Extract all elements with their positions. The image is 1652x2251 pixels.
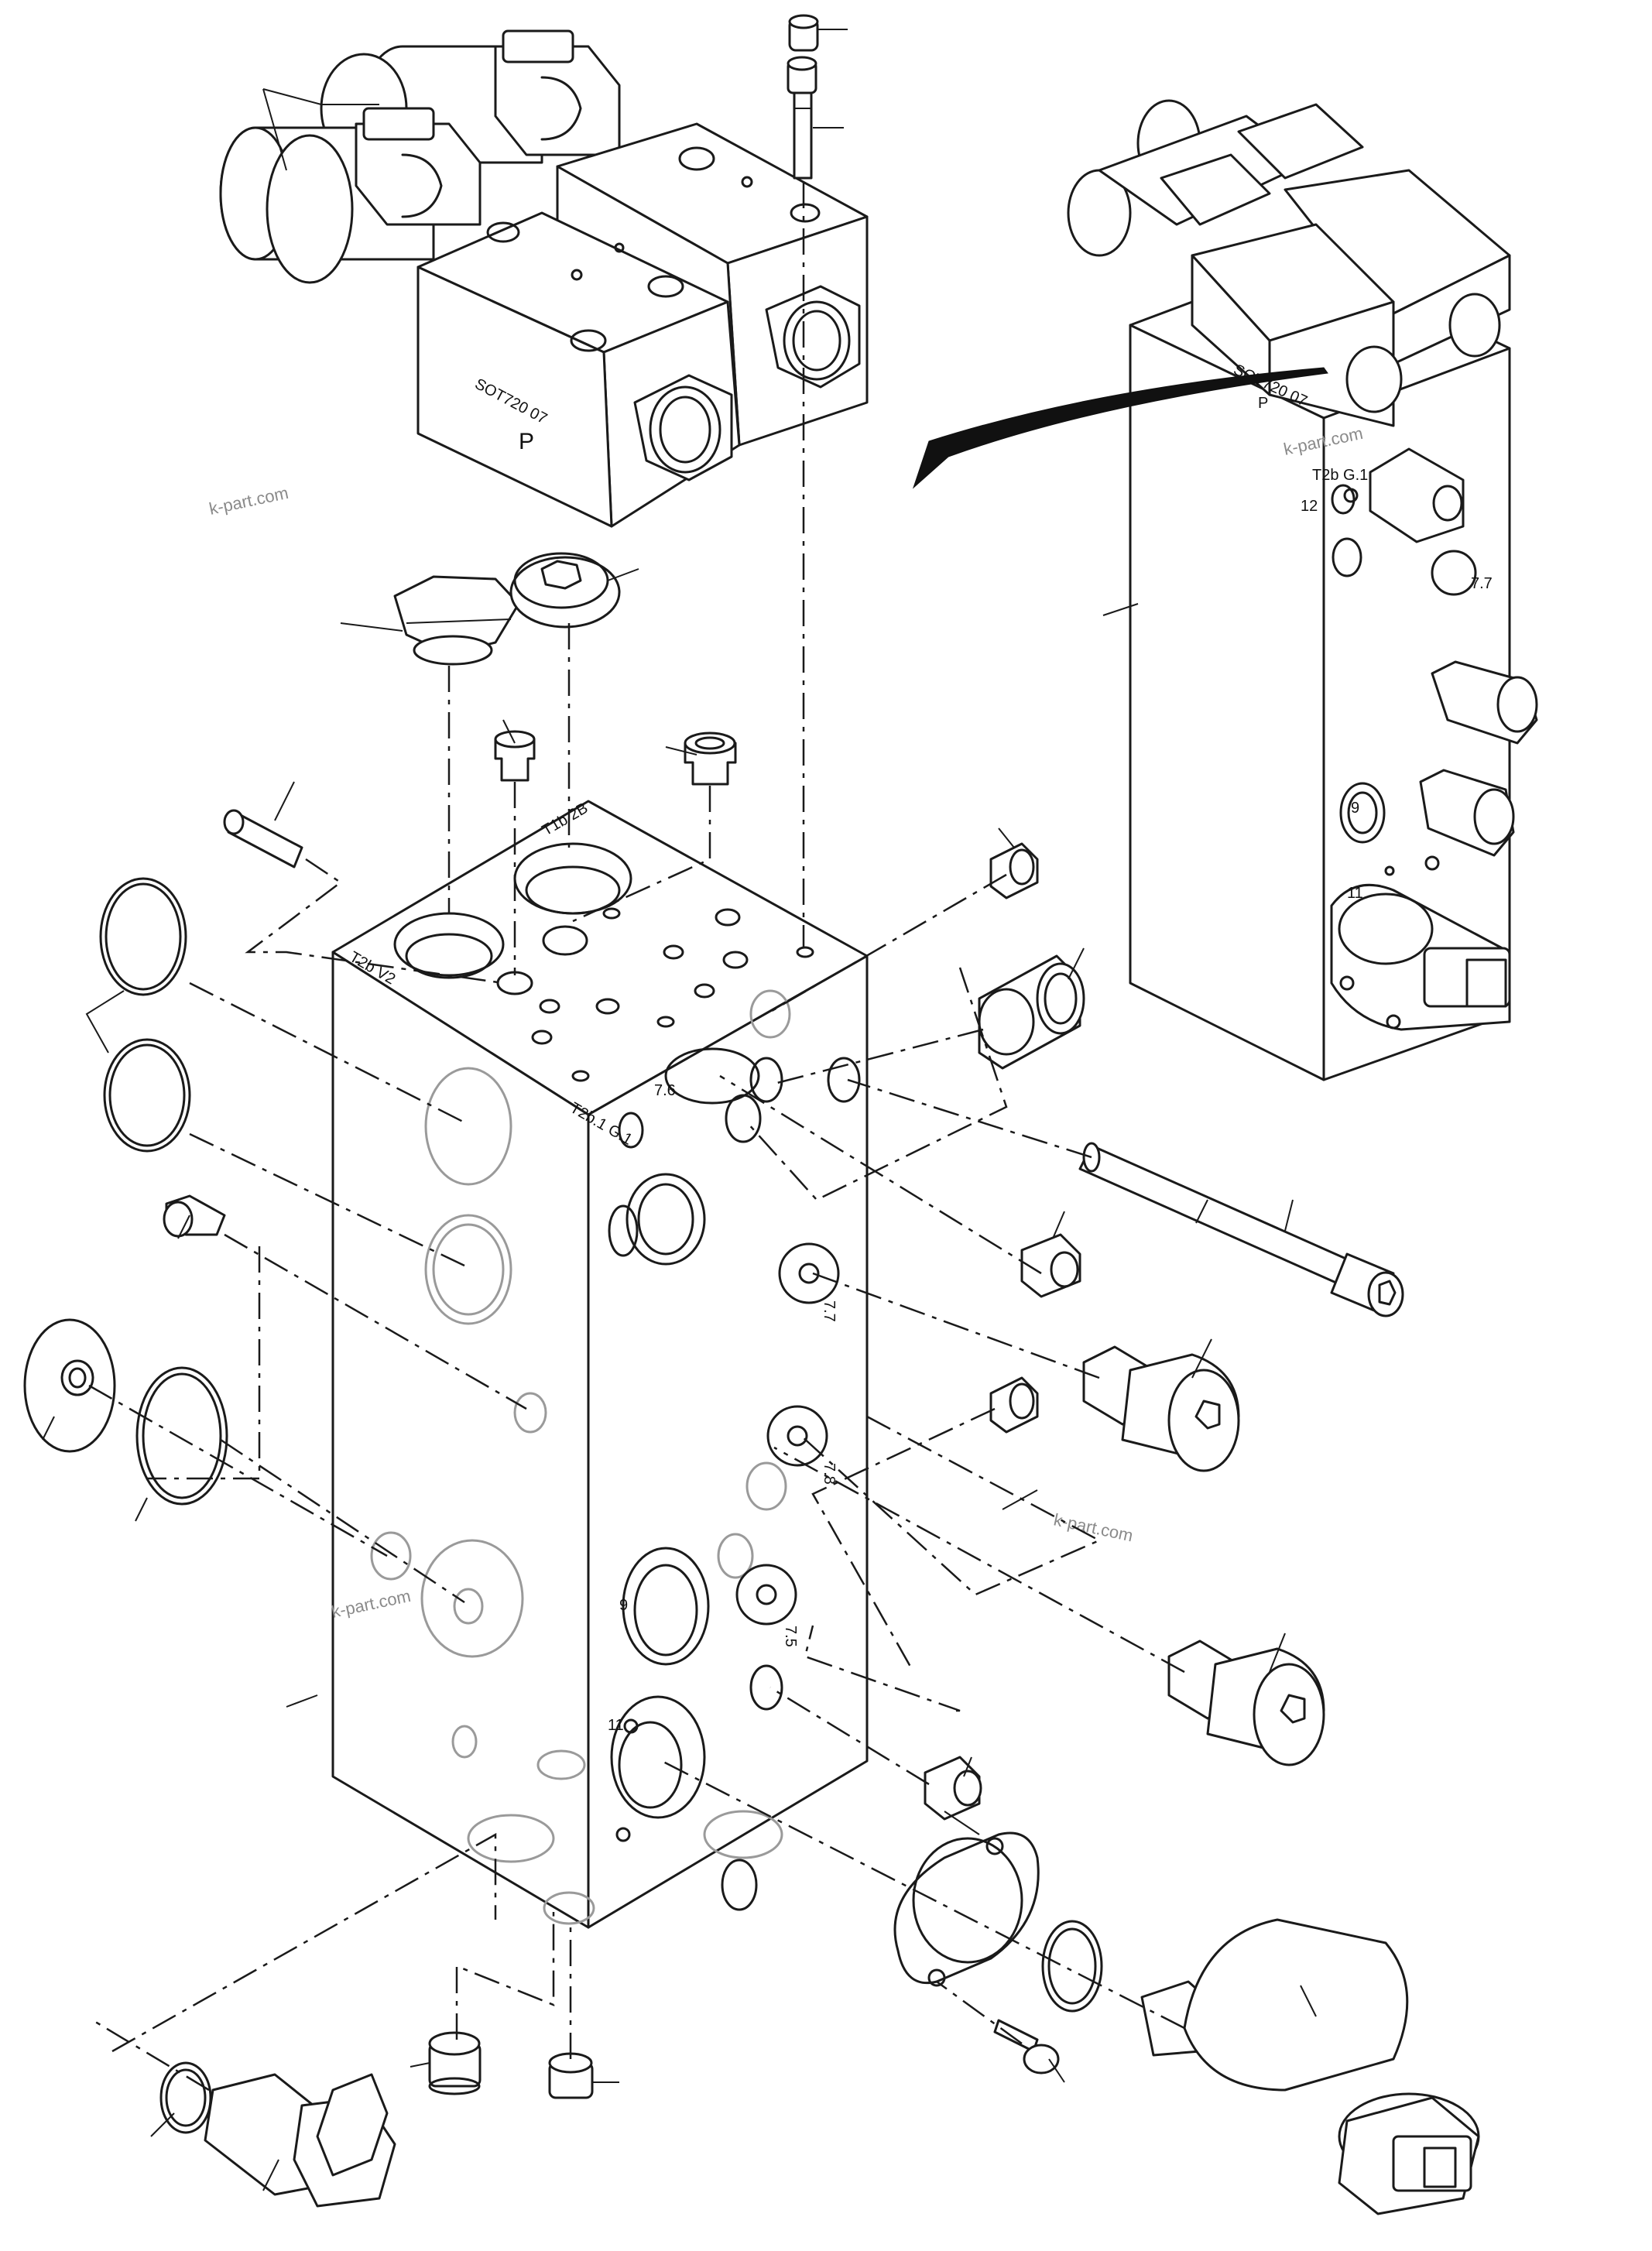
- coil-connector-front: [355, 107, 482, 226]
- dowel-pin-left: [223, 809, 303, 869]
- small-plug-right-top: [989, 842, 1039, 899]
- detail-pressure-switch-1: [1431, 660, 1538, 745]
- port-label-7-5: 7.5: [782, 1626, 799, 1647]
- socket-plug-top: [509, 552, 621, 629]
- small-plug-left: [163, 1194, 226, 1238]
- pressure-switch-lower: [1167, 1639, 1325, 1766]
- relief-valve-cartridge: [204, 2073, 396, 2208]
- detail-side-fitting-1: [1369, 447, 1465, 543]
- cap-screw-top: [788, 14, 819, 52]
- valve-body-front: SOT720 07 P: [416, 211, 741, 528]
- port-plug-nut-rear: [765, 285, 861, 389]
- callout-leader-lines: [42, 29, 1317, 2191]
- o-ring-bottom-left: [159, 2061, 212, 2134]
- detail-solenoid-pack: SOT720 07 P: [1067, 99, 1511, 427]
- plug-bottom-left: [428, 2031, 482, 2095]
- small-plug-1: [494, 730, 536, 782]
- detail-port-label-top: T2b G.1: [1312, 467, 1368, 484]
- assembled-valve-detail: SOT720 07 P 9 11: [1067, 99, 1538, 1081]
- small-plug-2: [684, 731, 737, 786]
- detail-port-label-9: 9: [1351, 800, 1359, 817]
- detail-port-label-side: 7.7: [1471, 575, 1493, 592]
- port-p-marking: P: [519, 429, 534, 454]
- detail-pointer-arrow: [912, 367, 1328, 489]
- o-ring-left-3: [135, 1366, 228, 1506]
- port-plug-nut-front: [633, 374, 733, 481]
- detail-washer: [1431, 550, 1477, 596]
- long-bolt: [1078, 1142, 1404, 1317]
- port-label-9: 9: [619, 1597, 628, 1614]
- small-plug-right-bottom: [924, 1756, 982, 1821]
- port-label-11: 11: [608, 1717, 624, 1734]
- watermark-text: k-part.com: [207, 483, 290, 519]
- pressure-switch-upper: [1082, 1345, 1240, 1472]
- detail-port-label-12: 12: [1301, 498, 1318, 515]
- mounting-bolt-top: [787, 56, 817, 180]
- o-ring-right-bottom: [1041, 1920, 1103, 2013]
- flange-gasket: [893, 1831, 1040, 1987]
- main-valve-block: T2b V2 T1b 2B: [331, 800, 869, 1929]
- o-ring-left-2: [103, 1038, 191, 1153]
- solenoid-valve-assembly: SOT720 07 P: [219, 29, 869, 528]
- small-plug-right-lower: [989, 1376, 1039, 1434]
- small-plug-right-mid: [1020, 1233, 1081, 1298]
- orifice-disc-left: [23, 1318, 116, 1453]
- detail-solenoid-valve: [1330, 883, 1511, 1031]
- detail-port-p-marking: P: [1258, 395, 1268, 412]
- flange-screw: [993, 2019, 1060, 2075]
- proportional-solenoid-valve: [1140, 1918, 1480, 2215]
- port-label-7-6: 7.6: [654, 1082, 676, 1099]
- detail-port-label-11: 11: [1347, 885, 1363, 902]
- assembly-center-lines: [88, 182, 1185, 2092]
- port-label-7-7: 7.7: [821, 1300, 838, 1322]
- coil-connector-rear: [494, 29, 621, 156]
- detail-pressure-switch-2: [1419, 769, 1515, 857]
- watermark-text-right: k-part.com: [1052, 1509, 1135, 1545]
- plug-bottom-right: [548, 2052, 594, 2099]
- o-ring-left-1: [99, 877, 187, 996]
- check-valve-plug: [978, 954, 1085, 1070]
- hex-plug-large: [393, 575, 520, 666]
- port-label-7-8: 7.8: [821, 1463, 838, 1485]
